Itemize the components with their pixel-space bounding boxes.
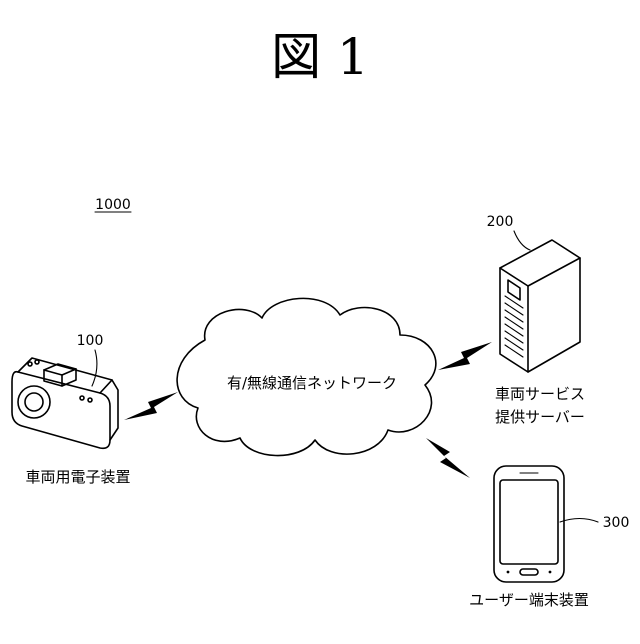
vehicle-device-ref: 100 bbox=[77, 333, 104, 349]
network-label: 有/無線通信ネットワーク bbox=[227, 374, 397, 392]
wireless-link-network-terminal-icon bbox=[426, 438, 470, 478]
vehicle-device-leader-line bbox=[92, 350, 97, 386]
figure-title: 図 1 bbox=[271, 28, 369, 86]
user-terminal-ref: 300 bbox=[603, 515, 630, 531]
server-leader-line bbox=[514, 231, 530, 250]
user-terminal-leader-line bbox=[560, 519, 598, 523]
wireless-link-network-server-icon bbox=[438, 342, 492, 370]
vehicle-device-label: 車両用電子装置 bbox=[25, 468, 130, 486]
server-label-line2: 提供サーバー bbox=[495, 408, 585, 426]
server-icon bbox=[500, 240, 580, 372]
user-terminal-label: ユーザー端末装置 bbox=[469, 591, 589, 609]
smartphone-icon bbox=[494, 466, 564, 582]
vehicle-device-icon bbox=[12, 358, 118, 448]
server-ref: 200 bbox=[487, 214, 514, 230]
wireless-link-device-network-icon bbox=[124, 392, 178, 420]
server-label-line1: 車両サービス bbox=[495, 385, 585, 403]
system-ref-label: 1000 bbox=[95, 197, 131, 213]
